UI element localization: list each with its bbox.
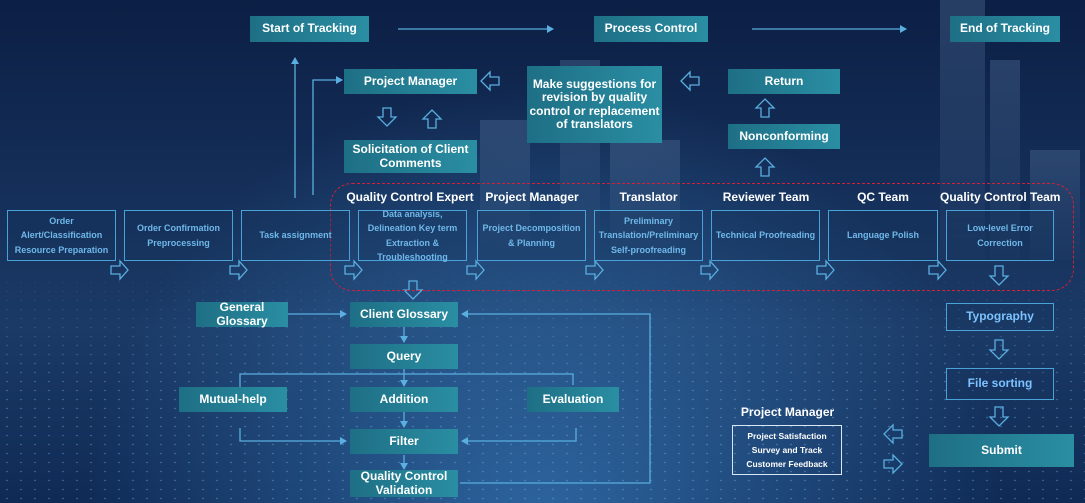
bg-building bbox=[940, 0, 985, 260]
evaluation-node: Evaluation bbox=[527, 387, 619, 412]
typography-node: Typography bbox=[946, 303, 1054, 331]
role-header: Project Manager bbox=[485, 190, 579, 204]
project-manager-node: Project Manager bbox=[344, 69, 477, 94]
step-language-polish: Language Polish bbox=[828, 210, 938, 261]
connector-arrow bbox=[312, 76, 343, 195]
block-arrow-up bbox=[754, 157, 776, 177]
role-header: Quality Control Team bbox=[940, 190, 1061, 204]
project-manager-label: Project Manager bbox=[740, 405, 835, 419]
start-of-tracking-node: Start of Tracking bbox=[250, 16, 369, 42]
block-arrow-right bbox=[585, 259, 604, 281]
block-arrow-right bbox=[883, 453, 903, 475]
role-header: QC Team bbox=[857, 190, 909, 204]
block-arrow-right bbox=[229, 259, 248, 281]
step-project-decomposition: Project Decomposition & Planning bbox=[477, 210, 586, 261]
qc-process-boundary bbox=[330, 183, 1074, 291]
step-data-analysis: Data analysis, Delineation Key term Extr… bbox=[358, 209, 467, 262]
connector-arrow bbox=[239, 428, 347, 445]
role-header: Reviewer Team bbox=[722, 190, 810, 204]
query-node: Query bbox=[350, 344, 458, 369]
role-header: Quality Control Expert bbox=[346, 190, 474, 204]
block-arrow-right bbox=[928, 259, 947, 281]
block-arrow-right bbox=[816, 259, 835, 281]
step-preliminary-translation: Preliminary Translation/Preliminary Self… bbox=[594, 210, 703, 261]
step-task-assignment: Task assignment bbox=[241, 210, 350, 261]
block-arrow-down bbox=[988, 265, 1010, 286]
block-arrow-left bbox=[680, 70, 700, 92]
step-technical-proofreading: Technical Proofreading bbox=[711, 210, 820, 261]
connector-line bbox=[239, 373, 574, 388]
bg-building bbox=[610, 140, 680, 260]
general-glossary-node: General Glossary bbox=[196, 300, 288, 327]
bg-building bbox=[990, 60, 1020, 260]
file-sorting-node: File sorting bbox=[946, 368, 1054, 400]
end-of-tracking-node: End of Tracking bbox=[950, 16, 1060, 42]
satisfaction-survey-node: Project Satisfaction Survey and Track Cu… bbox=[732, 425, 842, 475]
client-glossary-node: Client Glossary bbox=[350, 302, 458, 327]
qc-validation-node: Quality Control Validation bbox=[350, 469, 458, 497]
block-arrow-down bbox=[376, 107, 398, 127]
block-arrow-up bbox=[754, 98, 776, 118]
step-order-confirmation: Order Confirmation Preprocessing bbox=[124, 210, 233, 261]
connector-arrow bbox=[461, 428, 577, 445]
block-arrow-down bbox=[988, 406, 1010, 427]
step-order-alert: Order Alert/Classification Resource Prep… bbox=[7, 210, 116, 261]
block-arrow-left bbox=[480, 70, 500, 92]
filter-node: Filter bbox=[350, 429, 458, 454]
mutual-help-node: Mutual-help bbox=[179, 387, 287, 412]
submit-node: Submit bbox=[929, 434, 1074, 467]
block-arrow-up bbox=[421, 109, 443, 129]
step-low-level-error-correction: Low-level Error Correction bbox=[946, 210, 1054, 261]
suggestions-node: Make suggestions for revision by quality… bbox=[527, 66, 662, 143]
nonconforming-node: Nonconforming bbox=[728, 124, 840, 149]
return-node: Return bbox=[728, 69, 840, 94]
block-arrow-down bbox=[988, 339, 1010, 360]
solicitation-node: Solicitation of Client Comments bbox=[344, 140, 477, 173]
block-arrow-right bbox=[110, 259, 129, 281]
connector-arrow bbox=[460, 310, 651, 484]
block-arrow-right bbox=[466, 259, 485, 281]
bg-building bbox=[1030, 150, 1080, 260]
block-arrow-left bbox=[883, 423, 903, 445]
addition-node: Addition bbox=[350, 387, 458, 412]
process-control-node: Process Control bbox=[594, 16, 708, 42]
bg-particle-wave bbox=[0, 260, 1085, 503]
block-arrow-right bbox=[700, 259, 719, 281]
bg-building bbox=[480, 120, 530, 260]
role-header: Translator bbox=[619, 190, 678, 204]
